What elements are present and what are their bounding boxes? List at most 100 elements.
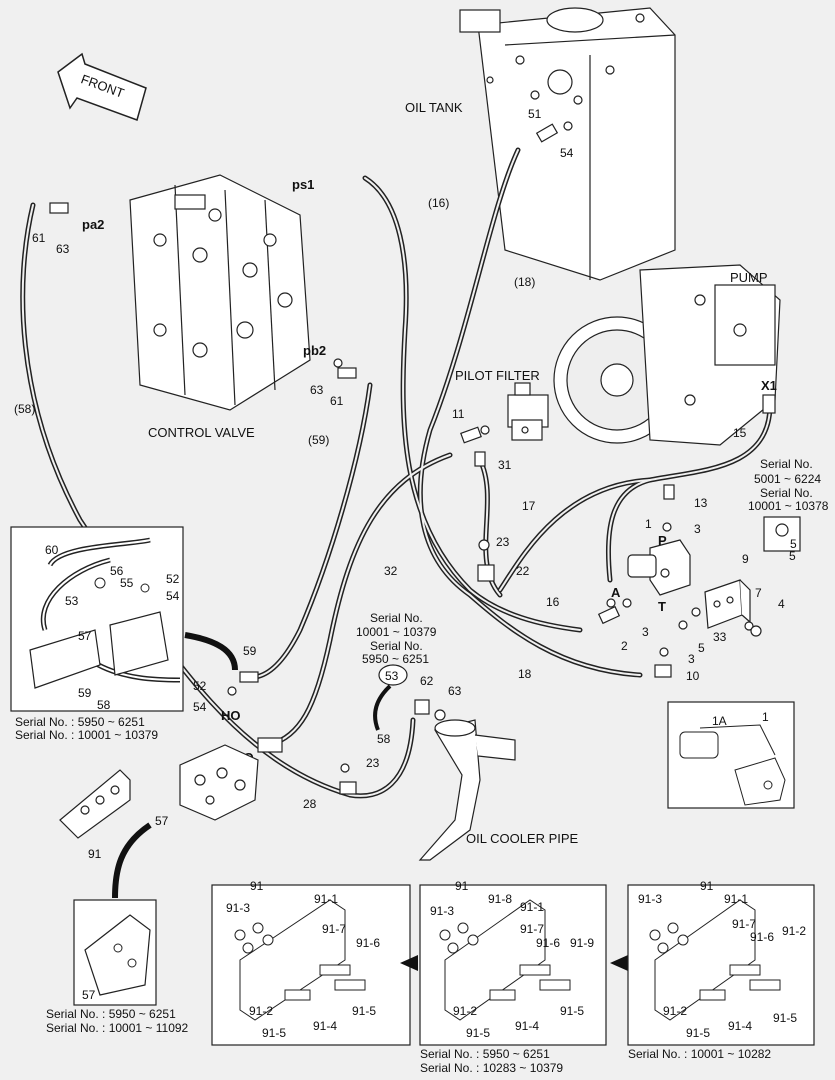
panel-part: 91-8 xyxy=(488,892,512,906)
part-label: 54 xyxy=(193,700,207,714)
part-label: 23 xyxy=(496,535,510,549)
part-label: 58 xyxy=(97,698,111,712)
panel-part: 91-4 xyxy=(728,1019,752,1033)
part-label: 60 xyxy=(45,543,59,557)
part-label: 62 xyxy=(420,674,434,688)
port-a-label: A xyxy=(611,585,621,600)
part-label: 63 xyxy=(448,684,462,698)
part-label: 61 xyxy=(330,394,344,408)
part-label: 23 xyxy=(366,756,380,770)
serial-text: Serial No. : 5950 ~ 6251 xyxy=(46,1007,176,1021)
part-label: 54 xyxy=(166,589,180,603)
part-label: 1 xyxy=(762,710,769,724)
part-label: 17 xyxy=(522,499,536,513)
serial-text: Serial No. xyxy=(760,486,813,500)
panel-part: 91-2 xyxy=(663,1004,687,1018)
panel-title: 91 xyxy=(250,879,264,893)
panel-part: 91-3 xyxy=(226,901,250,915)
part-label: 54 xyxy=(560,146,574,160)
serial-text: Serial No. : 10001 ~ 10282 xyxy=(628,1047,771,1061)
serial-text: Serial No. : 5950 ~ 6251 xyxy=(15,715,145,729)
port-p-label: P xyxy=(658,533,667,548)
panel-title: 91 xyxy=(455,879,469,893)
panel-part: 91-4 xyxy=(515,1019,539,1033)
port-ps1-label: ps1 xyxy=(292,177,314,192)
part-label: 16 xyxy=(546,595,560,609)
mounting-bracket xyxy=(704,579,751,629)
panel-part: 91-7 xyxy=(322,922,346,936)
part-label: 10 xyxy=(686,669,700,683)
part-label: 59 xyxy=(78,686,92,700)
part-label: 7 xyxy=(755,586,762,600)
part-label: 33 xyxy=(713,630,727,644)
panel-mid xyxy=(419,884,607,1046)
part-label: 32 xyxy=(384,564,398,578)
control-valve xyxy=(129,174,311,411)
panel-part: 91-6 xyxy=(750,930,774,944)
panel-part: 91-2 xyxy=(453,1004,477,1018)
panel-part: 91-4 xyxy=(313,1019,337,1033)
part-label: 28 xyxy=(303,797,317,811)
port-pa2-label: pa2 xyxy=(82,217,104,232)
oil-cooler-pipe xyxy=(418,719,516,861)
panel-part: 91-5 xyxy=(352,1004,376,1018)
serial-text: 5001 ~ 6224 xyxy=(754,472,821,486)
fittings xyxy=(49,121,788,795)
serial-text: Serial No. xyxy=(760,457,813,471)
panel-title: 91 xyxy=(700,879,714,893)
port-pb2-label: pb2 xyxy=(303,343,326,358)
panel-part: 91-5 xyxy=(773,1011,797,1025)
part-label: 56 xyxy=(110,564,124,578)
panel-part: 91-5 xyxy=(262,1026,286,1040)
panel-right xyxy=(627,884,815,1046)
part-numbers: 51 54 (16) (18) 61 63 (58) 63 61 (59) 11… xyxy=(14,107,796,828)
part-label: 11 xyxy=(452,407,465,421)
part-label: 5 xyxy=(698,641,705,655)
part-label: 57 xyxy=(155,814,169,828)
part-label: 31 xyxy=(498,458,512,472)
port-ho-main-label: HO xyxy=(221,708,241,723)
part-label: 59 xyxy=(243,644,257,658)
part-label: (16) xyxy=(428,196,449,210)
pump-label: PUMP xyxy=(730,270,768,285)
serial-text: Serial No. xyxy=(370,611,423,625)
part-label: 18 xyxy=(518,667,532,681)
panel-part: 91-9 xyxy=(570,936,594,950)
part-label: 1 xyxy=(645,517,652,531)
panel-part: 91-6 xyxy=(356,936,380,950)
control-valve-label: CONTROL VALVE xyxy=(148,425,255,440)
part-label: 57 xyxy=(78,629,92,643)
part-label: 53 xyxy=(385,669,399,683)
panel-arrow-icon xyxy=(610,955,628,971)
part-53-callout: 53 xyxy=(373,664,408,731)
part-label: 63 xyxy=(310,383,324,397)
panel-part: 91-2 xyxy=(782,924,806,938)
part-label: 91 xyxy=(88,847,102,861)
front-arrow-icon: FRONT xyxy=(57,52,147,121)
part-label: 22 xyxy=(516,564,530,578)
serial-top-right: Serial No. 5001 ~ 6224 Serial No. 10001 … xyxy=(748,457,829,513)
pilot-filter xyxy=(507,382,549,441)
part-label: 52 xyxy=(166,572,180,586)
serial-text: 10001 ~ 10378 xyxy=(748,499,829,513)
part-label: 5 xyxy=(789,549,796,563)
serial-mid: Serial No. 10001 ~ 10379 Serial No. 5950… xyxy=(356,611,437,666)
serial-text: 10001 ~ 10379 xyxy=(356,625,437,639)
part-label: 52 xyxy=(193,679,207,693)
part-label: (18) xyxy=(514,275,535,289)
part-label: 3 xyxy=(642,625,649,639)
part-label: 15 xyxy=(733,426,747,440)
part-label: 13 xyxy=(694,496,708,510)
oil-tank xyxy=(459,7,676,281)
pump xyxy=(553,264,781,446)
panel-part: 91-5 xyxy=(686,1026,710,1040)
part-label: (59) xyxy=(308,433,329,447)
serial-text: 5950 ~ 6251 xyxy=(362,652,429,666)
callout-arrow xyxy=(112,822,152,899)
part-label: (58) xyxy=(14,402,35,416)
panel-part: 91-1 xyxy=(314,892,338,906)
part-label: 5 xyxy=(790,537,797,551)
inset-solenoid xyxy=(667,701,795,809)
pilot-valve-57 xyxy=(179,744,259,821)
